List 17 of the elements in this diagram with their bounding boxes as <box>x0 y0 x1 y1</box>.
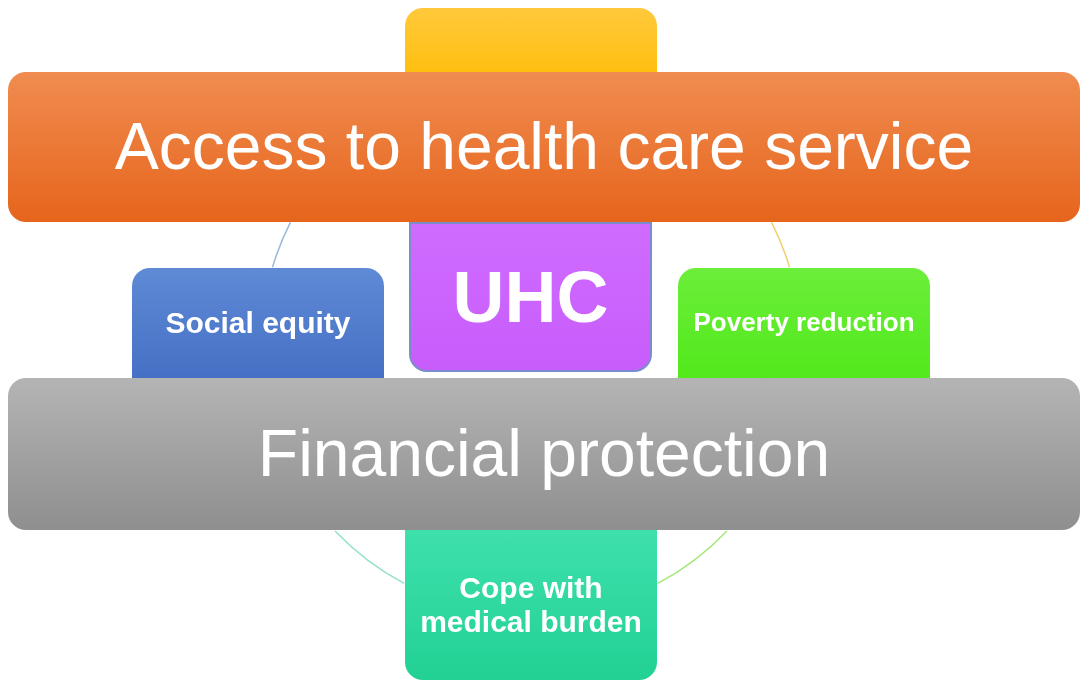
connector-arc <box>271 221 292 268</box>
connector-arc <box>770 221 791 268</box>
banner-box <box>8 378 1080 530</box>
rounded-box <box>678 268 930 378</box>
box-label: Cope with medical burden <box>419 570 643 640</box>
box-label: UHC <box>451 255 610 339</box>
center-box <box>409 222 652 372</box>
box-label: Social equity <box>164 305 352 341</box>
rounded-box <box>132 268 384 378</box>
box-label: Financial protection <box>256 416 832 492</box>
box-label: Access to health care service <box>113 109 975 185</box>
connector-arc <box>657 530 728 585</box>
banner-box <box>8 72 1080 222</box>
connector-arc <box>334 530 405 585</box>
box-label: Poverty reduction <box>692 308 916 338</box>
rounded-box <box>405 8 657 72</box>
rounded-box <box>405 530 657 680</box>
